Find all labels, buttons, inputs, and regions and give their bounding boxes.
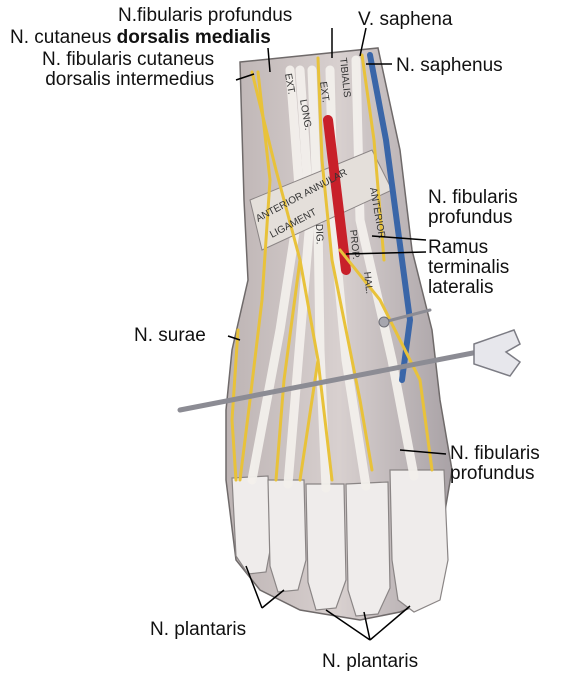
label-plantaris-right: N. plantaris <box>322 651 419 672</box>
leader-cut-med <box>267 47 271 73</box>
nerve-branch-2 <box>298 358 320 482</box>
plate-label-ext-long: EXT. <box>282 73 297 96</box>
nerve-branch-1 <box>274 258 302 482</box>
leader-lines <box>227 27 447 641</box>
label-n-surae: N. surae <box>134 325 206 346</box>
plate-label-prop: PROP. <box>347 229 361 260</box>
label-fib-prof-top: N.fibularis profundus <box>118 5 293 26</box>
plate-label-long: LONG. <box>297 99 313 132</box>
label-cut-dors-int-2: dorsalis intermedius <box>45 69 215 90</box>
label-plantaris-left: N. plantaris <box>150 619 247 640</box>
label-fib-prof-low: N. fibularis profundus <box>450 443 540 484</box>
toe-2 <box>345 481 391 617</box>
plate-label-dig: DIG. <box>313 224 325 245</box>
nerve-saphenus <box>360 53 386 262</box>
leader-fib-prof-right <box>371 235 427 241</box>
nerve-ramus <box>338 248 434 472</box>
nerve-surae <box>230 328 240 482</box>
label-cut-dors-med-a: N. cutaneus <box>10 27 117 48</box>
label-fib-prof-right: N. fibularis profundus <box>428 187 518 228</box>
label-cut-dors-int: N. fibularis cutaneus dorsalis intermedi… <box>18 50 214 90</box>
toe-1 <box>389 469 449 613</box>
label-ramus: Ramus terminalis lateralis <box>428 237 510 298</box>
nerve-cut-int <box>238 70 272 482</box>
leader-fib-prof-low <box>399 449 447 455</box>
leader-v-saphena <box>359 27 367 57</box>
plate-label-ext: EXT. <box>317 81 331 103</box>
plate-label-hal: HAL. <box>361 271 374 294</box>
probe <box>177 308 522 413</box>
plate-label-tibialis: TIBIALIS <box>337 57 352 98</box>
toe-4 <box>267 479 307 593</box>
toe-5 <box>231 475 273 575</box>
leader-ramus <box>345 251 427 255</box>
label-cut-dors-med: N. cutaneus dorsalis medialis <box>10 28 271 48</box>
nerves <box>230 53 434 482</box>
toes <box>231 469 449 617</box>
label-cut-dors-med-b: dorsalis medialis <box>116 27 271 48</box>
leader-plantaris-right <box>325 605 411 641</box>
tendon-c <box>307 65 331 493</box>
tendon-a <box>247 65 305 485</box>
leader-plantaris-left <box>245 565 285 609</box>
leader-cut-int <box>235 73 255 81</box>
label-cut-dors-int-1: N. fibularis cutaneus <box>42 49 215 70</box>
vein-saphena <box>367 52 414 383</box>
label-v-saphena: V. saphena <box>358 9 453 30</box>
toe-3 <box>305 483 347 611</box>
nerve-fib-prof <box>316 56 374 472</box>
tendon-hallucis <box>351 55 419 481</box>
label-n-saphenus: N. saphenus <box>396 55 503 76</box>
leader-surae <box>227 335 241 341</box>
artery <box>323 115 351 275</box>
